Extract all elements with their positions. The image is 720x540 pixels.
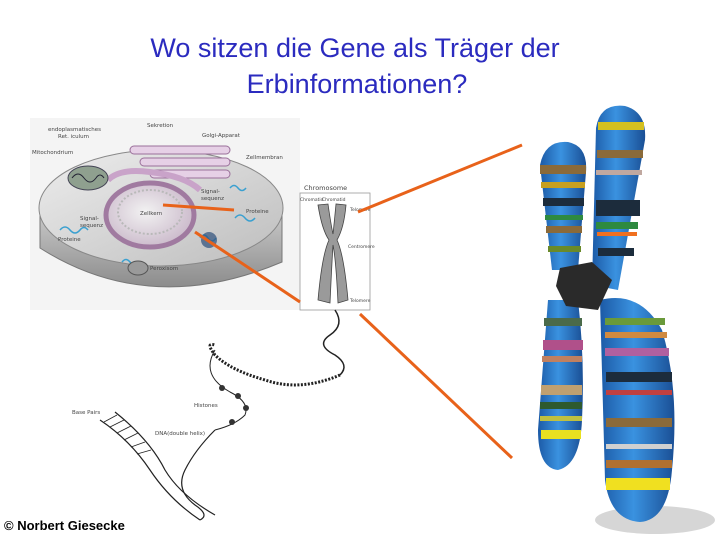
label-centromere: Centromere xyxy=(348,244,375,250)
label-signal2b: sequenz xyxy=(80,223,103,229)
label-proteine-right: Proteine xyxy=(246,209,269,215)
label-chromatid: Chromatid xyxy=(300,197,324,203)
label-signal2: Signal- xyxy=(80,216,99,222)
copyright-notice: © Norbert Giesecke xyxy=(4,518,125,533)
label-dna: DNA(double helix) xyxy=(155,431,205,437)
label-chromosome-heading: Chromosome xyxy=(304,184,347,192)
peroxisome xyxy=(127,260,149,276)
helix-strand-3 xyxy=(181,429,216,521)
label-mito: Mitochondrium xyxy=(32,150,73,156)
centromere xyxy=(556,262,612,310)
endoplasmic-reticulum xyxy=(105,168,203,193)
label-zellmembran: Zellmembran xyxy=(246,155,283,161)
bands-upper-left xyxy=(540,165,586,252)
slide-title: Wo sitzen die Gene als Träger der Erbinf… xyxy=(0,30,720,102)
bands-upper-right xyxy=(596,122,644,256)
label-golgi: Golgi-Apparat xyxy=(202,133,241,139)
title-line-2: Erbinformationen? xyxy=(246,69,468,99)
label-sekretion: Sekretion xyxy=(147,123,174,129)
solenoid xyxy=(208,343,341,387)
pointer-nucleus-short xyxy=(162,203,235,212)
chromatin-fiber xyxy=(322,309,345,376)
label-er2: Ret. iculum xyxy=(58,134,89,140)
nucleosome-string xyxy=(209,349,247,431)
label-signal1b: sequenz xyxy=(201,196,224,202)
pointer-top-to-big-chromosome xyxy=(357,143,523,214)
label-zellkern: Zellkern xyxy=(140,211,163,217)
mitochondrion xyxy=(67,165,109,191)
label-peroxisom: Peroxisom xyxy=(150,266,178,272)
chromosome-diagram: Chromosome Chromatid Chromatid Telomere … xyxy=(299,184,375,311)
cell-diagram: endoplasmatisches Ret. iculum Sekretion … xyxy=(30,118,300,310)
pointer-bottom-to-big-chromosome xyxy=(358,312,514,460)
nucleus-chromatin xyxy=(117,189,183,235)
histones xyxy=(219,385,249,425)
label-histones: Histones xyxy=(194,403,218,409)
pointer-lines xyxy=(162,143,523,460)
large-chromosome xyxy=(538,105,715,534)
nucleus xyxy=(103,180,197,250)
bands-lower-left xyxy=(540,318,583,439)
helix-strand-1 xyxy=(99,419,201,521)
dna-diagram: Base Pairs Histones DNA(double helix) xyxy=(72,309,345,521)
label-base-pairs: Base Pairs xyxy=(72,410,100,416)
small-chromosome xyxy=(317,203,349,304)
label-chromatid-2: Chromatid xyxy=(322,197,346,203)
helix-strand-2 xyxy=(114,411,216,516)
pointer-nucleus-to-chromosome xyxy=(194,230,301,304)
label-signal1: Signal- xyxy=(201,189,220,195)
label-telomere-bottom: Telomere xyxy=(349,298,371,304)
base-pairs xyxy=(103,414,152,455)
label-proteine-left: Proteine xyxy=(58,237,81,243)
label-er: endoplasmatisches xyxy=(48,127,101,133)
title-line-1: Wo sitzen die Gene als Träger der xyxy=(150,33,560,63)
arm-upper-right xyxy=(592,105,646,290)
bands-lower-right xyxy=(605,318,672,490)
